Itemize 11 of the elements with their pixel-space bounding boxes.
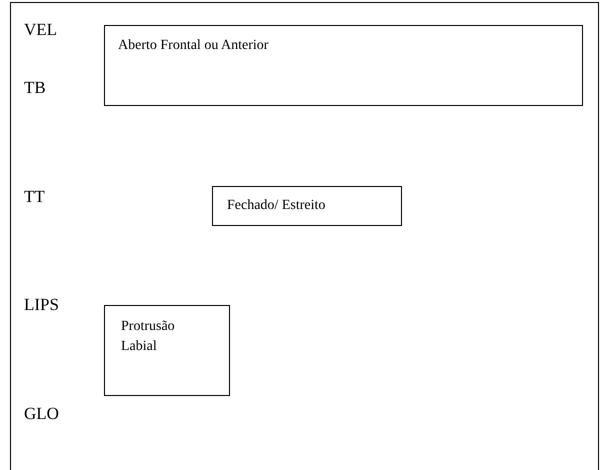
row-label: TT — [24, 187, 45, 207]
row-label: TB — [24, 78, 46, 98]
row-label: GLO — [24, 404, 59, 424]
row-label: VEL — [24, 20, 58, 40]
feature-box — [104, 25, 583, 106]
box-label: Protrusão Labial — [121, 318, 176, 356]
feature-box — [104, 305, 230, 396]
feature-box — [212, 186, 402, 226]
row-label: LIPS — [24, 295, 59, 315]
box-label: Aberto Frontal ou Anterior — [118, 37, 268, 55]
box-label: Fechado/ Estreito — [227, 197, 326, 215]
